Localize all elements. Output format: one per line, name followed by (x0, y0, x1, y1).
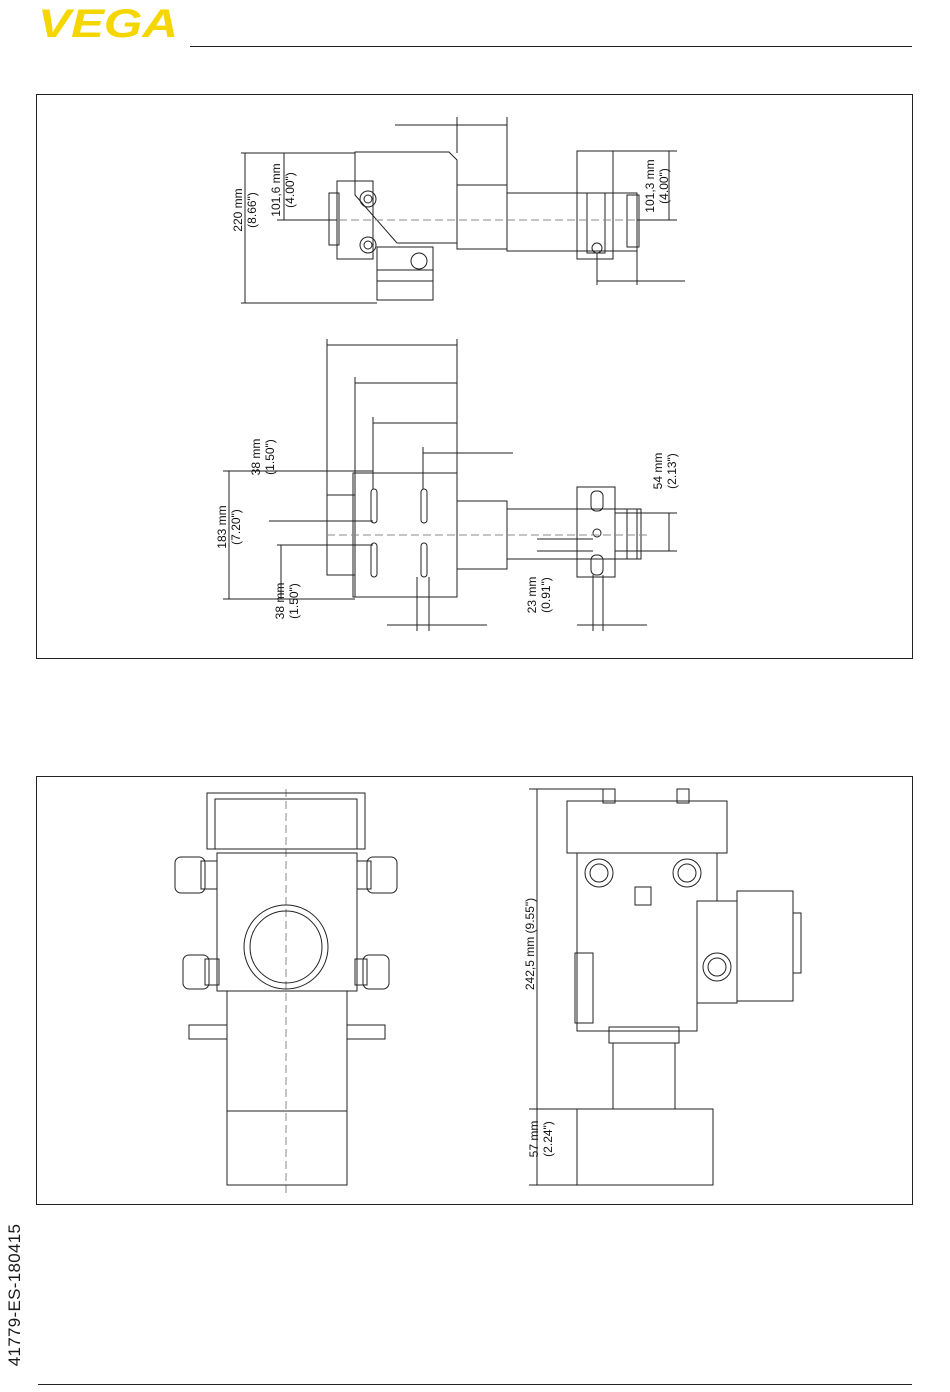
dim-183-mm: 183 mm(7.20") (215, 487, 243, 567)
dim-54-mm: 54 mm(2.13") (651, 441, 679, 501)
dim-38-mm-upper: 38 mm(1.50") (249, 427, 277, 487)
bottom-technical-drawing (37, 777, 914, 1206)
side-view (529, 789, 801, 1185)
footer-rule (38, 1384, 912, 1385)
top-technical-drawing (37, 95, 914, 660)
bottom-drawing-panel: 242,5 mm (9.55") 57 mm(2.24") (36, 776, 913, 1205)
logo-text: VEGA (38, 6, 178, 40)
dim-101-6-mm: 101,6 mm(4.00") (269, 155, 297, 225)
vega-logo: VEGA (38, 6, 180, 40)
header-rule (190, 46, 912, 47)
dim-57-mm: 57 mm(2.24") (527, 1109, 555, 1169)
front-view (175, 789, 397, 1197)
upper-side-view (241, 117, 685, 303)
top-drawing-panel: 220 mm(8.66") 101,6 mm(4.00") 101,3 mm(4… (36, 94, 913, 659)
dim-101-3-mm: 101,3 mm(4.00") (643, 151, 671, 221)
dim-23-mm: 23 mm(0.91") (525, 565, 553, 625)
document-id: 41779-ES-180415 (5, 1220, 25, 1370)
dim-220-mm: 220 mm(8.66") (231, 155, 259, 265)
vega-logo-graphic: VEGA (38, 6, 180, 40)
dim-38-mm-lower: 38 mm(1.50") (273, 571, 301, 631)
dim-242-5-mm: 242,5 mm (9.55") (523, 889, 537, 999)
